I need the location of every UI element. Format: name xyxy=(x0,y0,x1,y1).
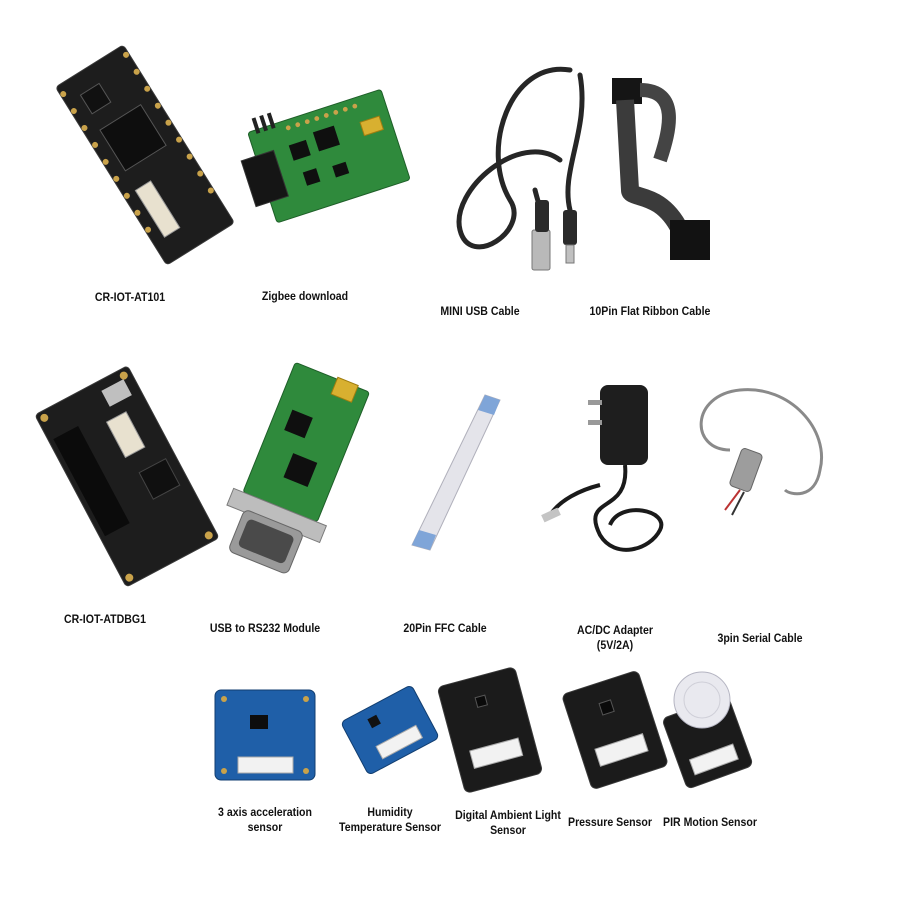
serial-cable-item xyxy=(690,380,830,530)
pir-sensor-label: PIR Motion Sensor xyxy=(663,815,757,829)
ffc-cable-image xyxy=(411,394,501,551)
usb-rs232-module-item xyxy=(215,360,375,580)
pressure-sensor-label: Pressure Sensor xyxy=(568,815,652,829)
serial-cable-image xyxy=(699,388,823,516)
serial-cable-label: 3pin Serial Cable xyxy=(717,631,803,645)
cr-iot-at101-item xyxy=(56,40,234,270)
cr-iot-atdbg1-board-image xyxy=(35,366,219,587)
mini-usb-cable-image xyxy=(456,66,585,271)
ffc-cable-label: 20Pin FFC Cable xyxy=(403,621,487,635)
accel-sensor-label: 3 axis acceleration sensor xyxy=(218,805,312,834)
flat-ribbon-cable-item xyxy=(600,70,720,270)
ambient-light-sensor-label: Digital Ambient Light Sensor xyxy=(455,808,561,837)
usb-rs232-module-image xyxy=(226,362,370,574)
ffc-cable-item xyxy=(390,385,510,560)
cr-iot-atdbg1-item xyxy=(35,366,219,587)
humidity-sensor-board-image xyxy=(341,685,439,775)
mini-usb-cable-item xyxy=(450,50,610,280)
cr-iot-at101-board-image xyxy=(56,45,234,265)
mini-usb-cable-label: MINI USB Cable xyxy=(440,304,520,318)
zigbee-download-item xyxy=(240,80,410,240)
cr-iot-at101-label: CR-IOT-AT101 xyxy=(94,290,166,304)
acdc-adapter-image xyxy=(541,385,664,552)
zigbee-download-label: Zigbee download xyxy=(261,289,349,303)
acdc-adapter-label: AC/DC Adapter (5V/2A) xyxy=(577,623,653,652)
humidity-sensor-label: Humidity Temperature Sensor xyxy=(339,805,441,834)
pressure-sensor-item xyxy=(560,670,670,790)
flat-ribbon-cable-image xyxy=(612,78,710,260)
pir-sensor-item xyxy=(660,665,753,789)
acdc-adapter-item xyxy=(540,375,680,565)
cr-iot-atdbg1-label: CR-IOT-ATDBG1 xyxy=(64,612,146,626)
accel-sensor-board-image xyxy=(214,689,316,781)
usb-rs232-module-label: USB to RS232 Module xyxy=(209,621,321,635)
humidity-sensor-item xyxy=(340,680,440,780)
pir-sensor-board-image xyxy=(663,671,753,789)
pressure-sensor-board-image xyxy=(562,671,668,789)
ambient-light-sensor-item xyxy=(437,665,543,795)
flat-ribbon-cable-label: 10Pin Flat Ribbon Cable xyxy=(589,304,711,318)
ambient-light-sensor-board-image xyxy=(437,667,543,793)
accel-sensor-item xyxy=(210,685,320,785)
zigbee-download-board-image xyxy=(240,89,410,223)
